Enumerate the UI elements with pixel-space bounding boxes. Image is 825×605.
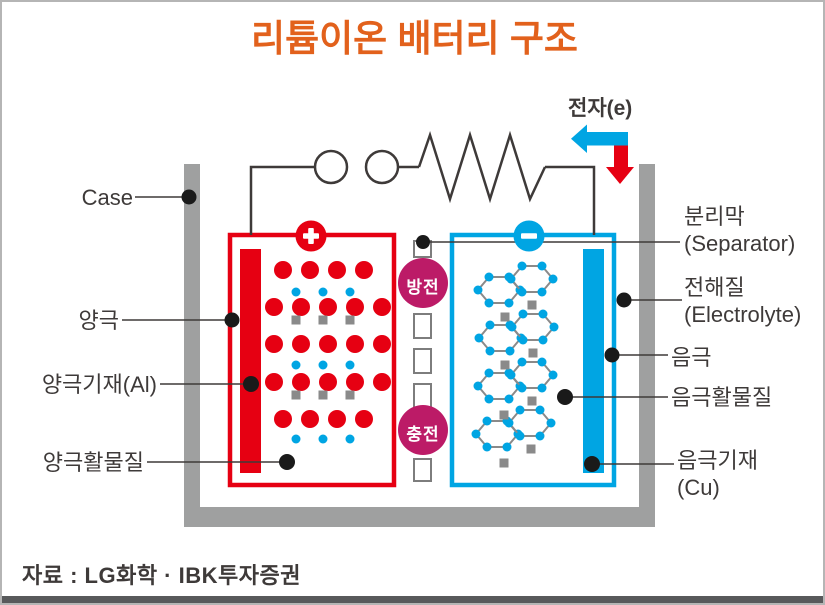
- electrolyte-label-ko: 전해질: [684, 275, 745, 300]
- cathode-substrate-label: 양극기재(Al): [41, 372, 157, 397]
- anode-substrate-label: 음극기재 (Cu): [677, 447, 758, 501]
- bottom-border: [2, 596, 823, 603]
- anode-substrate-label-en: (Cu): [677, 475, 720, 500]
- anode-substrate-bar: [583, 249, 604, 473]
- electron-arrow-down-icon: [606, 142, 634, 184]
- case-label: Case: [81, 185, 133, 210]
- source-note: 자료 : LG화학 · IBK투자증권: [22, 563, 301, 588]
- connector-lines: [122, 196, 682, 465]
- anode-active-label: 음극활물질: [671, 385, 773, 410]
- switch-terminal-icon: [313, 149, 349, 185]
- electrolyte-label-en: (Electrolyte): [684, 302, 802, 327]
- page-title: 리튬이온 배터리 구조: [251, 18, 578, 59]
- charge-badge-label: 충전: [406, 425, 440, 444]
- battery-case: [184, 164, 655, 527]
- separator-label-en: (Separator): [684, 231, 796, 256]
- connector-dots: [181, 189, 632, 472]
- cathode-active-label: 양극활물질: [42, 450, 144, 475]
- electrolyte-label: 전해질 (Electrolyte): [684, 274, 801, 328]
- cathode-substrate-bar: [240, 249, 261, 473]
- minus-terminal: [513, 220, 545, 252]
- minus-icon: [521, 233, 537, 239]
- plus-icon: [303, 228, 319, 244]
- cathode-particle-field: [265, 261, 391, 444]
- plus-terminal: [295, 220, 327, 252]
- anode-substrate-label-ko: 음극기재: [677, 448, 758, 473]
- separator-label-ko: 분리막: [684, 204, 745, 229]
- electron-label: 전자(e): [568, 97, 633, 120]
- discharge-badge-label: 방전: [406, 278, 440, 297]
- discharge-badge: [398, 258, 448, 308]
- electron-arrow-left-icon: [571, 124, 628, 153]
- anode-graphite-field: [471, 261, 559, 468]
- cathode-label: 양극: [78, 308, 119, 333]
- resistor-icon: [417, 130, 547, 204]
- switch-terminal-icon: [364, 149, 400, 185]
- charge-badge: [398, 405, 448, 455]
- external-circuit: [249, 130, 596, 235]
- anode-label: 음극: [671, 345, 712, 370]
- separator-label: 분리막 (Separator): [684, 203, 795, 257]
